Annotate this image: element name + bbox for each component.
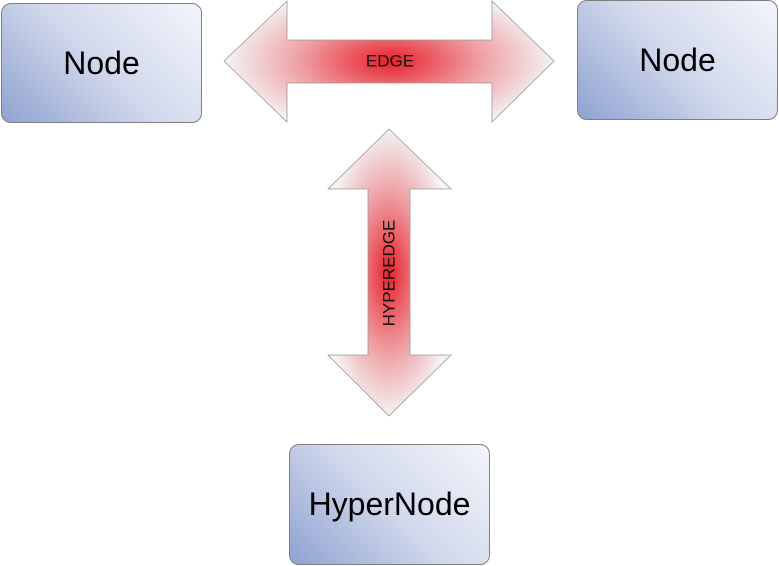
hypernode-label: HyperNode <box>308 486 471 522</box>
node-right-label: Node <box>639 41 716 78</box>
hyperedge-arrow <box>327 128 452 417</box>
node-left: Node <box>1 3 202 123</box>
edge-arrow <box>223 0 555 123</box>
node-right: Node <box>577 0 778 120</box>
node-left-label: Node <box>63 44 140 81</box>
edge-label: EDGE <box>366 52 414 71</box>
hyperedge-label: HYPEREDGE <box>380 220 399 327</box>
hypernode: HyperNode <box>289 444 490 565</box>
